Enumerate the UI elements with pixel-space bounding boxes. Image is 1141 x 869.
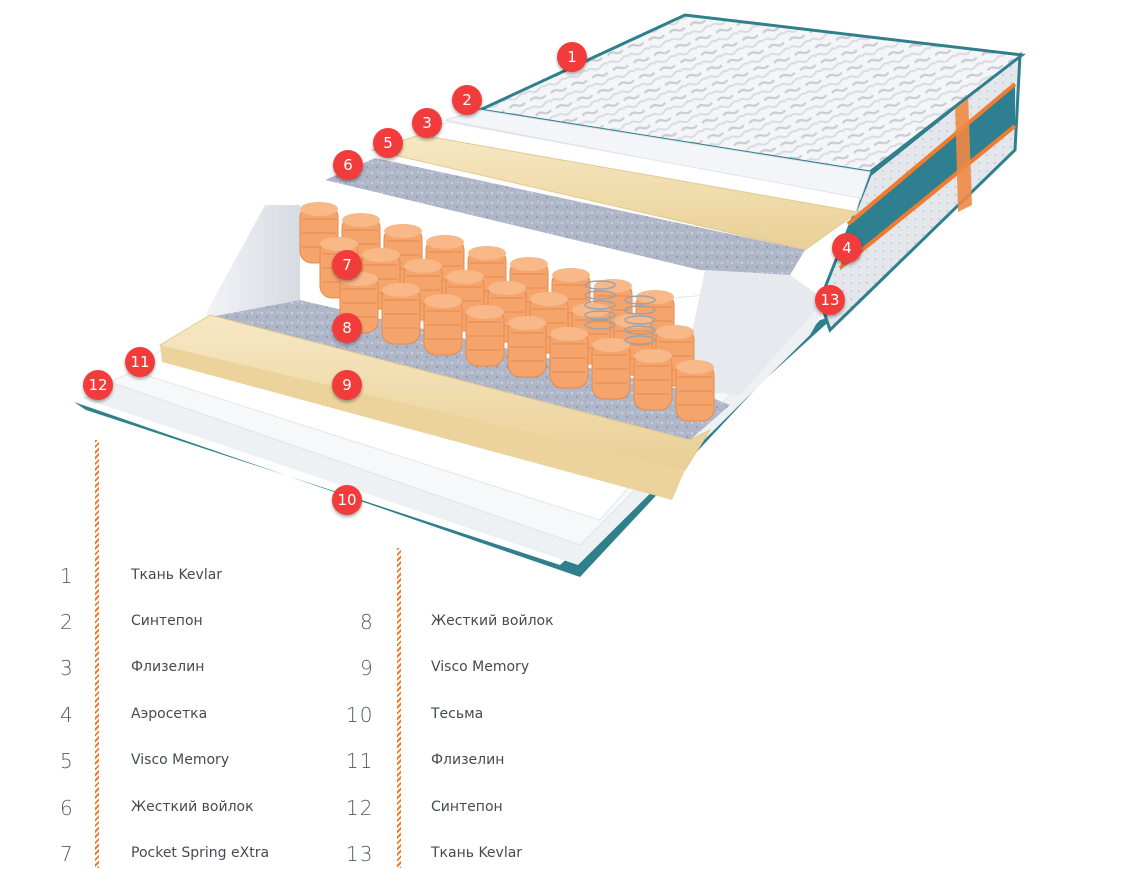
marker-4: 4 bbox=[832, 233, 862, 263]
legend-label: Ткань Kevlar bbox=[431, 845, 523, 861]
bottom-visco-front bbox=[160, 345, 685, 500]
legend-number: 4 bbox=[60, 703, 74, 727]
legend-number: 8 bbox=[360, 610, 374, 634]
marker-10: 10 bbox=[332, 485, 362, 515]
marker-9: 9 bbox=[332, 370, 362, 400]
legend-label: Visco Memory bbox=[131, 752, 230, 768]
spring-pocket bbox=[465, 305, 505, 367]
top-visco-memory-layer bbox=[370, 134, 860, 251]
legend-label: Флизелин bbox=[431, 752, 505, 768]
marker-13: 13 bbox=[815, 285, 845, 315]
legend-label: Синтепон bbox=[431, 799, 503, 815]
legend-number: 3 bbox=[60, 656, 74, 680]
top-felt-layer bbox=[325, 158, 805, 275]
metal-coil bbox=[584, 280, 616, 330]
legend-divider-left bbox=[95, 440, 99, 868]
marker-6: 6 bbox=[333, 150, 363, 180]
legend-number: 9 bbox=[360, 656, 374, 680]
legend-number: 12 bbox=[346, 796, 374, 820]
marker-2: 2 bbox=[452, 85, 482, 115]
marker-8: 8 bbox=[332, 313, 362, 343]
legend-number: 7 bbox=[60, 842, 74, 866]
legend-divider-right bbox=[397, 548, 401, 868]
metal-coil bbox=[624, 295, 656, 345]
spring-pocket bbox=[423, 294, 463, 356]
spring-pocket bbox=[675, 360, 715, 422]
spring-pocket bbox=[633, 349, 673, 411]
legend-number: 10 bbox=[346, 703, 374, 727]
marker-11: 11 bbox=[125, 347, 155, 377]
legend-number: 6 bbox=[60, 796, 74, 820]
legend-label: Visco Memory bbox=[431, 659, 530, 675]
spring-pocket bbox=[591, 338, 631, 400]
pocket-springs bbox=[299, 202, 715, 422]
left-inner-wall bbox=[205, 205, 300, 320]
aerosetka-band bbox=[840, 85, 1015, 270]
spring-pocket bbox=[381, 283, 421, 345]
legend-number: 11 bbox=[346, 749, 374, 773]
legend-number: 5 bbox=[60, 749, 74, 773]
marker-7: 7 bbox=[332, 250, 362, 280]
legend-label: Жесткий войлок bbox=[131, 799, 254, 815]
legend-number: 2 bbox=[60, 610, 74, 634]
spring-pocket bbox=[507, 316, 547, 378]
right-inner-wall bbox=[680, 270, 825, 395]
marker-5: 5 bbox=[373, 128, 403, 158]
legend-label: Pocket Spring eXtra bbox=[131, 845, 270, 861]
legend-label: Ткань Kevlar bbox=[131, 567, 223, 583]
marker-3: 3 bbox=[412, 108, 442, 138]
side-strap bbox=[955, 92, 972, 212]
legend-label: Флизелин bbox=[131, 659, 205, 675]
spring-pocket bbox=[549, 327, 589, 389]
legend-label: Жесткий войлок bbox=[431, 613, 554, 629]
marker-12: 12 bbox=[83, 370, 113, 400]
legend-label: Аэросетка bbox=[131, 706, 208, 722]
legend-label: Синтепон bbox=[131, 613, 203, 629]
legend-number: 13 bbox=[346, 842, 374, 866]
legend-number: 1 bbox=[60, 564, 74, 588]
marker-1: 1 bbox=[557, 42, 587, 72]
legend-label: Тесьма bbox=[431, 706, 484, 722]
